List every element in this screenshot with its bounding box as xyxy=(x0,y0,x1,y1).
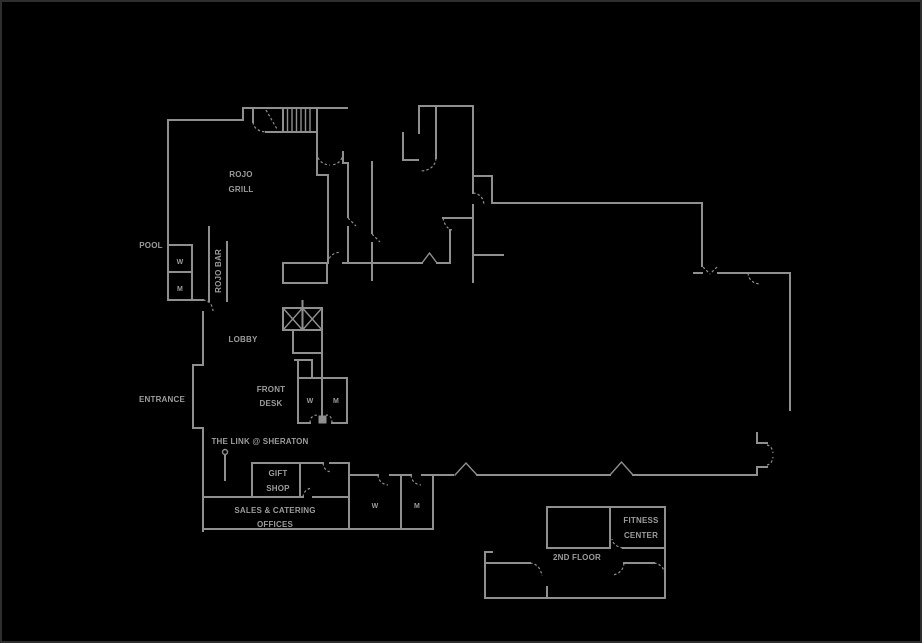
label-sales-catering-line1: SALES & CATERING xyxy=(234,506,315,515)
label-restroom-w-pool: W xyxy=(177,259,184,266)
label-pool: POOL xyxy=(139,241,162,250)
walls xyxy=(167,105,791,599)
label-second-floor: 2ND FLOOR xyxy=(553,553,601,562)
elevator-icon xyxy=(282,307,323,331)
label-front-desk-line1: FRONT xyxy=(257,385,286,394)
label-lobby: LOBBY xyxy=(229,335,258,344)
label-rojo-bar: ROJO BAR xyxy=(214,249,223,293)
label-fitness-center-line1: FITNESS xyxy=(623,516,659,525)
label-fitness-center-line2: CENTER xyxy=(624,531,658,540)
label-gift-shop-line1: GIFT xyxy=(268,469,287,478)
label-rojo-grill-line2: GRILL xyxy=(229,185,254,194)
label-gift-shop-line2: SHOP xyxy=(266,484,290,493)
label-sales-catering-line2: OFFICES xyxy=(257,520,294,529)
label-restroom-m-lobby: M xyxy=(333,398,339,405)
label-entrance: ENTRANCE xyxy=(139,395,186,404)
label-restroom-m-pool: M xyxy=(177,286,183,293)
door-swing-icon xyxy=(202,109,774,577)
label-restroom-w-gift: W xyxy=(372,503,379,510)
label-front-desk-line2: DESK xyxy=(259,399,282,408)
label-rojo-grill-line1: ROJO xyxy=(229,170,252,179)
label-the-link: THE LINK @ SHERATON xyxy=(211,437,308,446)
label-restroom-w-lobby: W xyxy=(307,398,314,405)
double-door-icon xyxy=(421,251,634,476)
sign-post-icon xyxy=(221,448,229,456)
door-post xyxy=(318,415,327,424)
stairs-icon xyxy=(286,107,311,133)
label-restroom-m-gift: M xyxy=(414,503,420,510)
